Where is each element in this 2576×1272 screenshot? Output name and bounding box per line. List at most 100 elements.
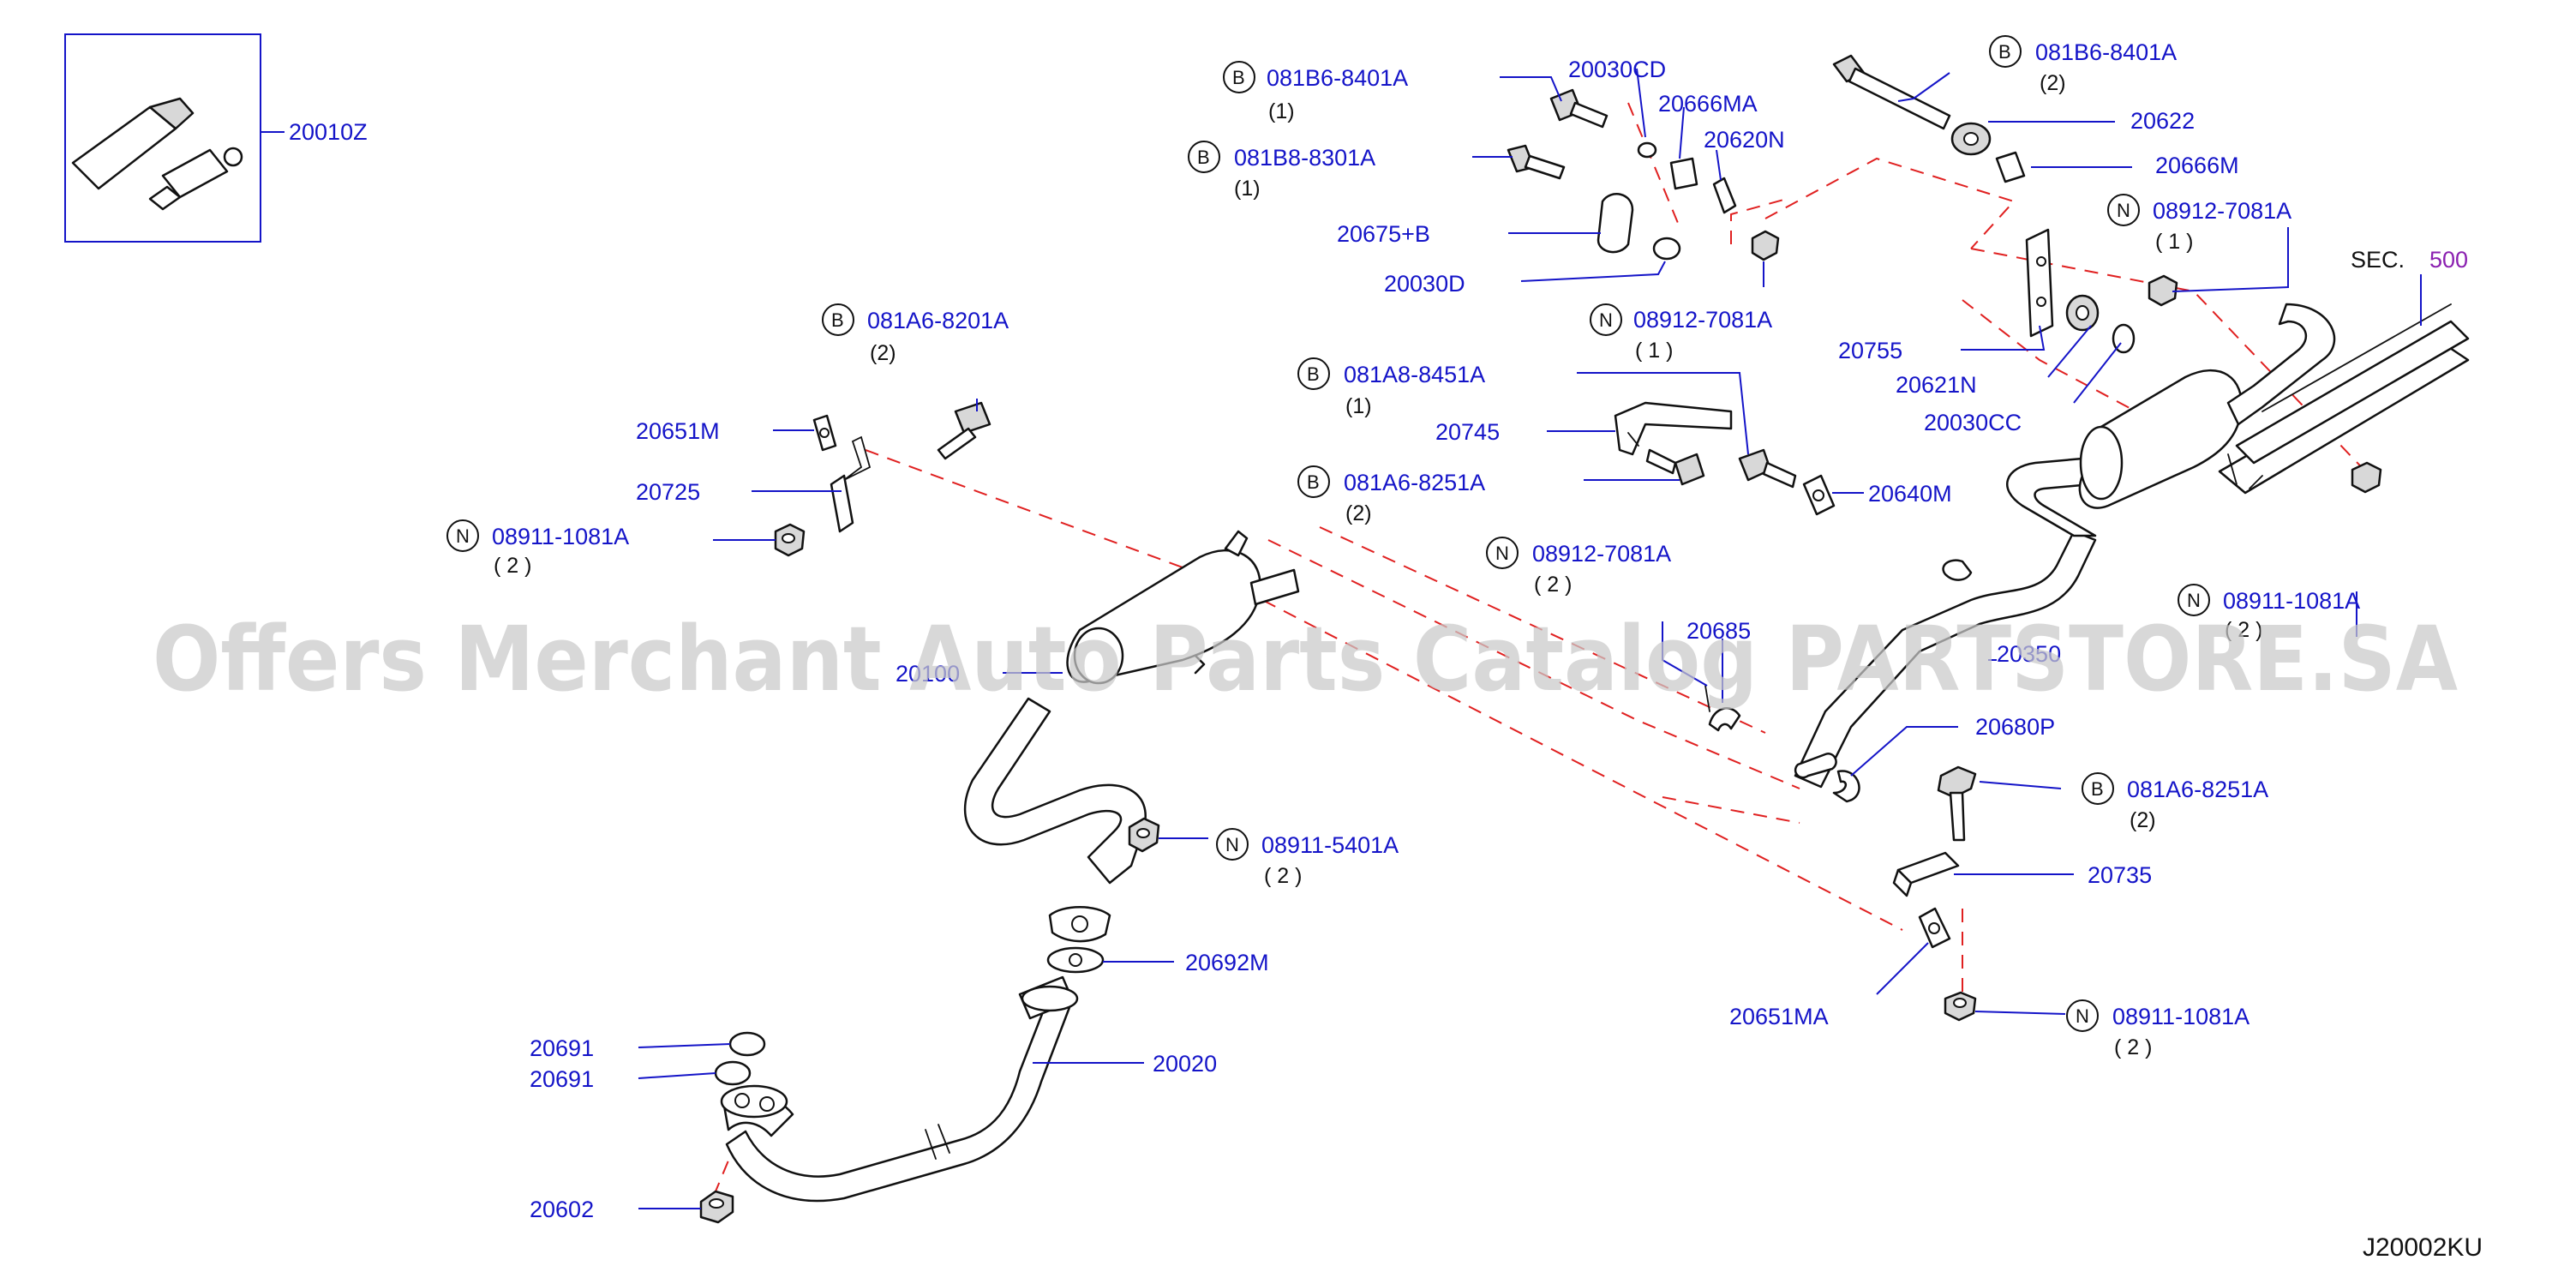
label-20350: 20350 [1997,641,2061,667]
callout-labels: 20010Z B 081B6-8401A (1) B 081B8-8301A (… [289,35,2483,1262]
qty-081b6-8401a-right: (2) [2040,71,2066,95]
label-20745: 20745 [1435,419,1500,445]
prefix-n: N [2117,200,2130,221]
qty-081a8-8451a: (1) [1345,394,1372,418]
label-20735: 20735 [2088,862,2152,888]
upper-right-cluster [1832,54,2382,494]
prefix-n: N [2076,1005,2089,1027]
nut-08911-bottom [1944,991,1977,1022]
qty-08911-1081a-bottom: ( 2 ) [2114,1035,2152,1059]
bolt-081a6-8251a-mid [1645,448,1705,486]
label-20680p: 20680P [1975,714,2055,740]
bolt-prefix-icon [1188,141,1220,173]
label-20100: 20100 [896,661,960,687]
prefix-n: N [1225,834,1239,855]
nut-prefix-icon [2178,584,2210,616]
nut-prefix-icon [1216,828,1249,861]
label-08912-7081a-mid: 08912-7081A [1633,307,1772,333]
label-081b8-8301a: 081B8-8301A [1234,145,1375,171]
label-20691-a: 20691 [530,1035,594,1061]
diagram-code: J20002KU [2363,1233,2483,1262]
bolt-prefix-icon [1297,465,1330,498]
label-081b6-8401a-top: 081B6-8401A [1267,65,1408,91]
gaskets [714,906,1111,1086]
label-20675b: 20675+B [1337,221,1430,247]
label-20651ma: 20651MA [1729,1004,1829,1029]
section-ref-label: SEC. [2351,247,2405,273]
prefix-b: B [1307,363,1320,385]
bolt-081a6-8251a-right [1937,765,1977,842]
bolt-prefix-icon [1223,61,1255,93]
hanger-bracket-20725 [830,435,872,533]
bolt-prefix-icon [2082,772,2114,805]
label-20030cd: 20030CD [1568,57,1666,82]
label-081a6-8251a-mid: 081A6-8251A [1344,470,1485,495]
label-081a8-8451a: 081A8-8451A [1344,362,1485,387]
qty-081a6-8251a-right: (2) [2130,808,2156,832]
label-20010z: 20010Z [289,119,368,145]
nut-20602 [699,1190,734,1224]
nut-prefix-icon [446,519,479,552]
rubber-hanger-20651ma [1918,907,1951,949]
qty-081b8-8301a: (1) [1234,177,1261,201]
label-08911-1081a-left: 08911-1081A [492,524,629,549]
rubber-mount-20640m [1802,474,1836,516]
sealant-kit-box [64,33,261,243]
label-08911-1081a-right: 08911-1081A [2223,588,2360,614]
qty-08911-5401a: ( 2 ) [1264,864,1302,888]
front-exhaust-tube-20020 [720,975,1079,1203]
prefix-b: B [1197,147,1210,168]
hanger-20745 [1614,401,1733,456]
qty-08912-7081a-mid: ( 1 ) [1635,339,1673,363]
rubber-hanger-20651m [812,414,837,452]
label-08911-1081a-bottom: 08911-1081A [2112,1004,2250,1029]
label-20685: 20685 [1686,618,1751,644]
label-20651m: 20651M [636,418,720,444]
label-20030cc: 20030CC [1924,410,2022,435]
main-muffler-20350 [1794,303,2336,789]
label-20666m: 20666M [2155,153,2239,178]
nut-prefix-icon [2107,194,2140,226]
label-20691-b: 20691 [530,1066,594,1092]
qty-08911-1081a-right: ( 2 ) [2225,618,2262,642]
prefix-b: B [1232,67,1245,88]
nut-08911-left [774,523,806,557]
nut-prefix-icon [1590,303,1622,336]
qty-08912-7081a-right: ( 1 ) [2155,230,2193,254]
label-081a6-8251a-right: 081A6-8251A [2127,777,2268,802]
prefix-b: B [2091,778,2104,800]
label-081a6-8201a: 081A6-8201A [867,308,1009,333]
prefix-n: N [456,525,470,547]
label-20755: 20755 [1838,338,1902,363]
bolt-081a8-8451a [1738,448,1797,489]
section-ref-number: 500 [2429,247,2468,273]
prefix-n: N [2187,590,2201,611]
label-08912-7081a-right: 08912-7081A [2153,198,2291,224]
label-20621n: 20621N [1896,372,1977,398]
prefix-b: B [831,309,844,331]
rear-frame-rail [2218,303,2470,495]
label-20622: 20622 [2130,108,2195,134]
qty-08912-7081a-lower: ( 2 ) [1534,573,1572,597]
bolt-prefix-icon [822,303,854,336]
u-clamp-20680p [1832,770,1860,803]
prefix-b: B [1307,471,1320,493]
label-20620n: 20620N [1704,127,1785,153]
upper-hanger-cluster [1507,88,1780,261]
label-08911-5401a: 08911-5401A [1261,832,1399,858]
watermark: Offers Merchant Auto Parts Catalog PARTS… [153,607,2458,711]
label-08912-7081a-lower: 08912-7081A [1532,541,1671,567]
qty-081a6-8251a-mid: (2) [1345,501,1372,525]
bolt-prefix-icon [1297,357,1330,390]
label-20640m: 20640M [1868,481,1952,507]
label-20692m: 20692M [1185,950,1269,975]
center-pipe-20100 [963,530,1300,885]
nut-08911-5401a [1128,817,1160,853]
label-20725: 20725 [636,479,700,505]
qty-08911-1081a-left: ( 2 ) [494,554,531,578]
qty-081b6-8401a-top: (1) [1268,99,1295,123]
prefix-n: N [1495,543,1509,564]
bolt-081a6-8201a [937,401,991,460]
label-20020: 20020 [1153,1051,1217,1077]
